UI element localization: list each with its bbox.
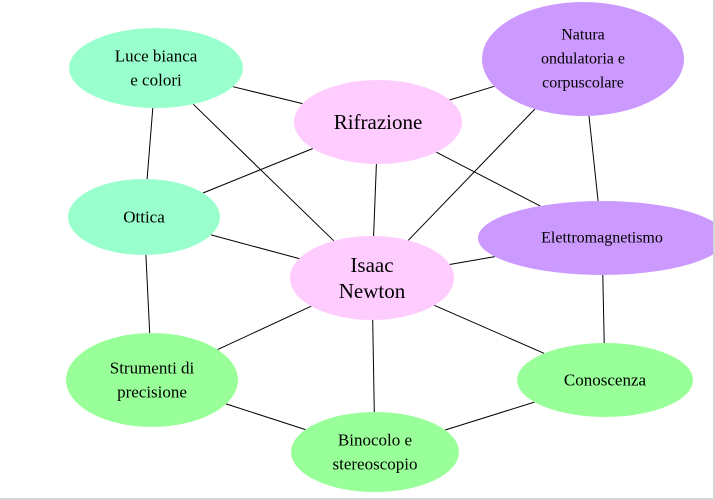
node-conoscenza: Conoscenza [517, 343, 693, 417]
node-conoscenza-label: Conoscenza [564, 371, 647, 390]
frame-border-bottom [0, 498, 715, 500]
edge-ottica-strumenti [145, 254, 151, 334]
node-binocolo-label: Binocolo e [338, 431, 412, 450]
node-ottica-ellipse [68, 179, 220, 255]
node-newton-label: Isaac [350, 253, 393, 277]
node-strumenti-label: precisione [117, 383, 187, 402]
node-natura-label: ondulatoria e [541, 51, 625, 68]
edge-luce-rifrazione [232, 86, 303, 105]
node-ottica: Ottica [68, 179, 220, 255]
edge-binocolo-conoscenza [445, 401, 535, 431]
node-elettro-label: Elettromagnetismo [541, 230, 663, 247]
edge-newton-binocolo [372, 319, 375, 413]
node-natura: Natura ondulatoria e corpuscolare [482, 2, 684, 116]
edge-newton-conoscenza [434, 304, 545, 354]
edge-newton-elettro [449, 256, 495, 265]
edges-layer [145, 85, 605, 431]
node-strumenti: Strumenti di precisione [66, 333, 238, 427]
edge-rifrazione-ottica [202, 148, 313, 194]
edge-rifrazione-elettro [436, 151, 541, 207]
node-rifrazione-ellipse [294, 80, 462, 164]
node-strumenti-ellipse [66, 333, 238, 427]
edge-natura-elettro [588, 115, 599, 202]
node-luce-ellipse [69, 28, 243, 108]
node-conoscenza-ellipse [517, 343, 693, 417]
node-elettro-ellipse [478, 201, 715, 275]
edge-elettro-conoscenza [602, 274, 605, 344]
node-elettro: Elettromagnetismo [478, 201, 715, 275]
node-rifrazione-label: Rifrazione [334, 110, 423, 134]
edge-rifrazione-natura [449, 85, 495, 101]
node-newton-label: Newton [339, 279, 406, 303]
edge-luce-newton [192, 103, 335, 242]
node-natura-label: corpuscolare [542, 75, 624, 92]
node-binocolo-label: stereoscopio [333, 455, 418, 474]
node-luce-label: e colori [130, 71, 182, 90]
frame-border-right [713, 0, 715, 500]
edge-rifrazione-newton [373, 163, 377, 237]
node-rifrazione: Rifrazione [294, 80, 462, 164]
edge-natura-newton [407, 108, 536, 241]
node-natura-ellipse [482, 2, 684, 116]
node-binocolo-ellipse [291, 412, 459, 492]
edge-strumenti-binocolo [225, 403, 306, 431]
node-luce: Luce bianca e colori [69, 28, 243, 108]
node-ottica-label: Ottica [123, 208, 165, 227]
edge-newton-strumenti [217, 305, 312, 351]
node-newton-ellipse [290, 236, 454, 320]
node-strumenti-label: Strumenti di [110, 359, 195, 378]
edge-luce-ottica [146, 107, 154, 180]
node-luce-label: Luce bianca [115, 47, 198, 66]
edge-ottica-newton [210, 234, 300, 260]
node-binocolo: Binocolo e stereoscopio [291, 412, 459, 492]
node-natura-label: Natura [561, 27, 605, 44]
